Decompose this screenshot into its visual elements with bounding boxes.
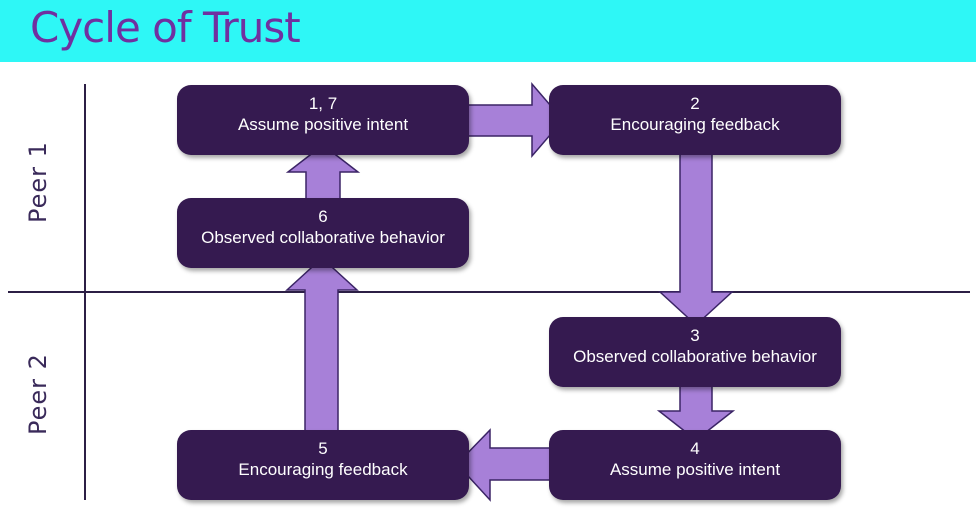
node-label: Observed collaborative behavior [573,347,817,366]
node-step-1-7: 1, 7 Assume positive intent [177,85,469,155]
node-step-5: 5 Encouraging feedback [177,430,469,500]
node-number: 2 [690,94,700,113]
node-number: 3 [690,326,700,345]
arrow-1-to-2 [455,81,564,159]
node-step-6: 6 Observed collaborative behavior [177,198,469,268]
node-label: Observed collaborative behavior [201,228,445,247]
node-step-3: 3 Observed collaborative behavior [549,317,841,387]
node-step-4: 4 Assume positive intent [549,430,841,500]
page-title: Cycle of Trust [30,3,301,52]
node-number: 4 [690,439,700,458]
node-step-2: 2 Encouraging feedback [549,85,841,155]
title-bar: Cycle of Trust [0,0,976,62]
node-number: 1, 7 [308,94,338,113]
node-label: Assume positive intent [237,115,409,134]
arrow-5-to-6 [285,256,359,446]
arrow-2-to-3 [658,139,734,327]
node-number: 5 [318,439,328,458]
horizontal-divider-line [8,291,970,293]
node-label: Assume positive intent [609,460,781,479]
node-label: Encouraging feedback [238,460,408,479]
arrow-4-to-5 [455,428,564,502]
node-number: 6 [318,207,328,226]
node-label: Encouraging feedback [610,115,780,134]
